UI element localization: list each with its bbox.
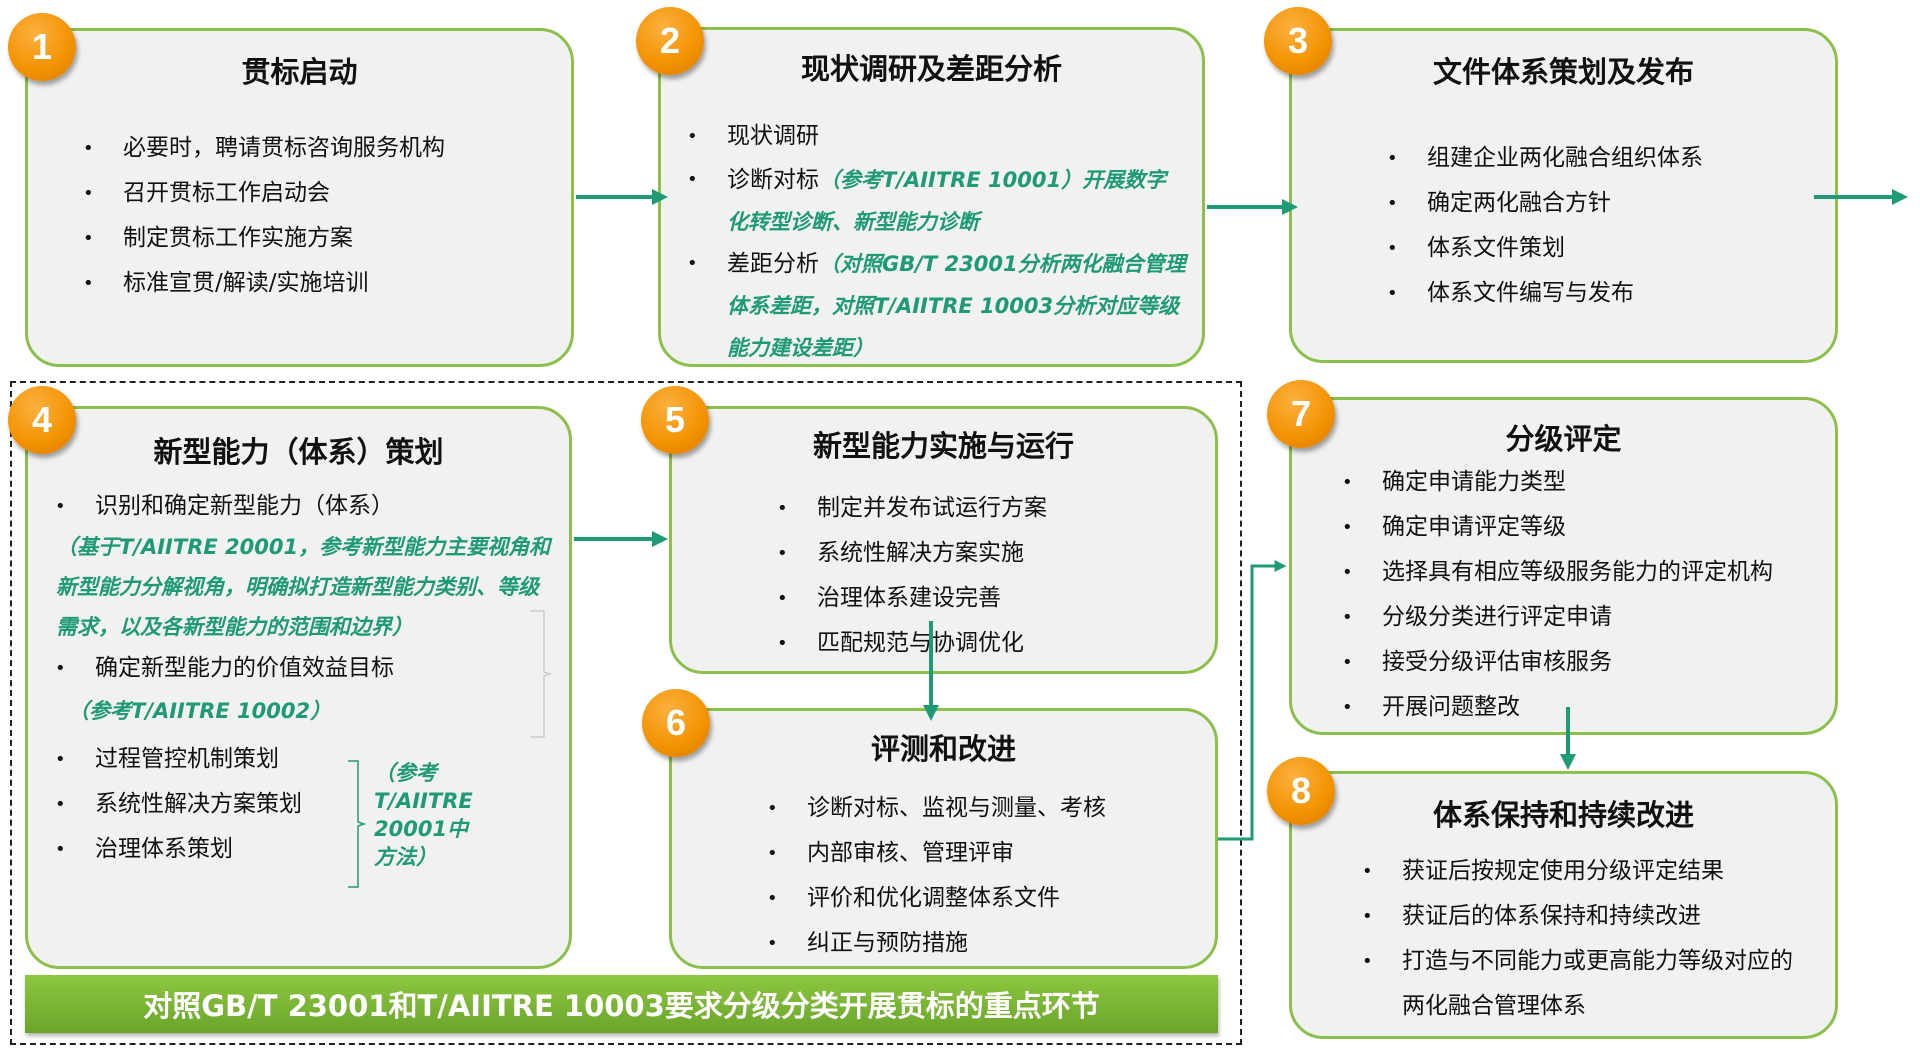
list-item: 制定贯标工作实施方案 bbox=[83, 216, 445, 261]
list-item: 诊断对标（参考T/AIITRE 10001）开展数字化转型诊断、新型能力诊断 bbox=[687, 159, 1187, 243]
list-item: 诊断对标、监视与测量、考核 bbox=[767, 786, 1106, 831]
step-1-box: 贯标启动 必要时，聘请贯标咨询服务机构 召开贯标工作启动会 制定贯标工作实施方案… bbox=[25, 28, 574, 367]
list-item: 匹配规范与协调优化 bbox=[777, 621, 1047, 666]
step-3-badge: 3 bbox=[1264, 7, 1332, 75]
list-item: 纠正与预防措施 bbox=[767, 921, 1106, 966]
list-item: 过程管控机制策划 bbox=[55, 737, 302, 782]
list-item: 确定申请评定等级 bbox=[1342, 505, 1773, 550]
step-7-badge: 7 bbox=[1267, 380, 1335, 448]
step-4-box: 新型能力（体系）策划 识别和确定新型能力（体系） （基于T/AIITRE 200… bbox=[25, 406, 572, 969]
step-1-badge: 1 bbox=[8, 13, 76, 81]
reference-note: （参考T/AIITRE 10001）开展数字化转型诊断、新型能力诊断 bbox=[727, 168, 1167, 234]
item-text: 诊断对标 bbox=[727, 167, 819, 193]
step-5-box: 新型能力实施与运行 制定并发布试运行方案 系统性解决方案实施 治理体系建设完善 … bbox=[669, 406, 1218, 674]
item-text: 差距分析 bbox=[727, 251, 819, 277]
list-item: 系统性解决方案实施 bbox=[777, 531, 1047, 576]
brace-icon bbox=[348, 760, 366, 888]
step-4-list-a: 识别和确定新型能力（体系） bbox=[55, 484, 394, 529]
list-item: 组建企业两化融合组织体系 bbox=[1387, 136, 1703, 181]
step-6-title: 评测和改进 bbox=[870, 732, 1016, 766]
key-stages-banner: 对照GB/T 23001和T/AIITRE 10003要求分级分类开展贯标的重点… bbox=[25, 975, 1218, 1033]
step-5-title: 新型能力实施与运行 bbox=[812, 429, 1074, 463]
step-2-title: 现状调研及差距分析 bbox=[800, 52, 1062, 86]
step-4-list-c: 过程管控机制策划 系统性解决方案策划 治理体系策划 bbox=[55, 737, 302, 872]
list-item: 开展问题整改 bbox=[1342, 685, 1773, 730]
list-item: 系统性解决方案策划 bbox=[55, 782, 302, 827]
step-3-list: 组建企业两化融合组织体系 确定两化融合方针 体系文件策划 体系文件编写与发布 bbox=[1387, 136, 1703, 316]
list-item: 识别和确定新型能力（体系） bbox=[55, 484, 394, 529]
list-item: 治理体系建设完善 bbox=[777, 576, 1047, 621]
reference-note: （基于T/AIITRE 20001，参考新型能力主要视角和新型能力分解视角，明确… bbox=[56, 535, 551, 639]
step-2-badge: 2 bbox=[636, 7, 704, 75]
step-7-title: 分级评定 bbox=[1505, 422, 1622, 456]
key-stages-dashed-frame bbox=[10, 381, 1242, 1045]
list-item: 标准宣贯/解读/实施培训 bbox=[83, 261, 445, 306]
step-4-list-b: 确定新型能力的价值效益目标 bbox=[55, 646, 394, 691]
list-item: 确定新型能力的价值效益目标 bbox=[55, 646, 394, 691]
list-item: 确定申请能力类型 bbox=[1342, 460, 1773, 505]
brace-icon bbox=[530, 610, 552, 738]
reference-note: （参考T/AIITRE 20001中方法） bbox=[374, 761, 473, 869]
list-item: 现状调研 bbox=[687, 114, 1187, 159]
list-item: 选择具有相应等级服务能力的评定机构 bbox=[1342, 550, 1773, 595]
arrow-6-to-7 bbox=[1218, 560, 1287, 841]
step-3-box: 文件体系策划及发布 组建企业两化融合组织体系 确定两化融合方针 体系文件策划 体… bbox=[1289, 28, 1838, 363]
list-item: 召开贯标工作启动会 bbox=[83, 171, 445, 216]
list-item: 评价和优化调整体系文件 bbox=[767, 876, 1106, 921]
list-item: 差距分析（对照GB/T 23001分析两化融合管理体系差距，对照T/AIITRE… bbox=[687, 243, 1187, 369]
step-8-box: 体系保持和持续改进 获证后按规定使用分级评定结果 获证后的体系保持和持续改进 打… bbox=[1289, 771, 1838, 1039]
list-item: 体系文件策划 bbox=[1387, 226, 1703, 271]
item-text: 现状调研 bbox=[727, 123, 819, 149]
list-item: 确定两化融合方针 bbox=[1387, 181, 1703, 226]
step-4-badge: 4 bbox=[8, 386, 76, 454]
step-6-list: 诊断对标、监视与测量、考核 内部审核、管理评审 评价和优化调整体系文件 纠正与预… bbox=[767, 786, 1106, 966]
step-8-title: 体系保持和持续改进 bbox=[1432, 798, 1694, 832]
list-item: 分级分类进行评定申请 bbox=[1342, 595, 1773, 640]
step-7-list: 确定申请能力类型 确定申请评定等级 选择具有相应等级服务能力的评定机构 分级分类… bbox=[1342, 460, 1773, 730]
step-6-badge: 6 bbox=[642, 689, 710, 757]
step-1-list: 必要时，聘请贯标咨询服务机构 召开贯标工作启动会 制定贯标工作实施方案 标准宣贯… bbox=[83, 126, 445, 306]
step-6-box: 评测和改进 诊断对标、监视与测量、考核 内部审核、管理评审 评价和优化调整体系文… bbox=[669, 708, 1218, 969]
list-item: 打造与不同能力或更高能力等级对应的两化融合管理体系 bbox=[1362, 939, 1802, 1029]
reference-note: （参考T/AIITRE 10002） bbox=[68, 699, 332, 723]
step-8-list: 获证后按规定使用分级评定结果 获证后的体系保持和持续改进 打造与不同能力或更高能… bbox=[1362, 849, 1802, 1029]
list-item: 治理体系策划 bbox=[55, 827, 302, 872]
list-item: 体系文件编写与发布 bbox=[1387, 271, 1703, 316]
step-3-title: 文件体系策划及发布 bbox=[1432, 55, 1694, 89]
list-item: 获证后的体系保持和持续改进 bbox=[1362, 894, 1802, 939]
step-4-title: 新型能力（体系）策划 bbox=[153, 435, 444, 469]
list-item: 获证后按规定使用分级评定结果 bbox=[1362, 849, 1802, 894]
list-item: 接受分级评估审核服务 bbox=[1342, 640, 1773, 685]
step-7-box: 分级评定 确定申请能力类型 确定申请评定等级 选择具有相应等级服务能力的评定机构… bbox=[1289, 397, 1838, 735]
step-8-badge: 8 bbox=[1267, 757, 1335, 825]
step-5-list: 制定并发布试运行方案 系统性解决方案实施 治理体系建设完善 匹配规范与协调优化 bbox=[777, 486, 1047, 666]
list-item: 内部审核、管理评审 bbox=[767, 831, 1106, 876]
step-5-badge: 5 bbox=[641, 386, 709, 454]
step-1-title: 贯标启动 bbox=[241, 55, 358, 89]
list-item: 必要时，聘请贯标咨询服务机构 bbox=[83, 126, 445, 171]
reference-note: （对照GB/T 23001分析两化融合管理体系差距，对照T/AIITRE 100… bbox=[727, 252, 1186, 360]
list-item: 制定并发布试运行方案 bbox=[777, 486, 1047, 531]
step-2-list: 现状调研 诊断对标（参考T/AIITRE 10001）开展数字化转型诊断、新型能… bbox=[687, 114, 1187, 369]
step-2-box: 现状调研及差距分析 现状调研 诊断对标（参考T/AIITRE 10001）开展数… bbox=[658, 27, 1205, 367]
